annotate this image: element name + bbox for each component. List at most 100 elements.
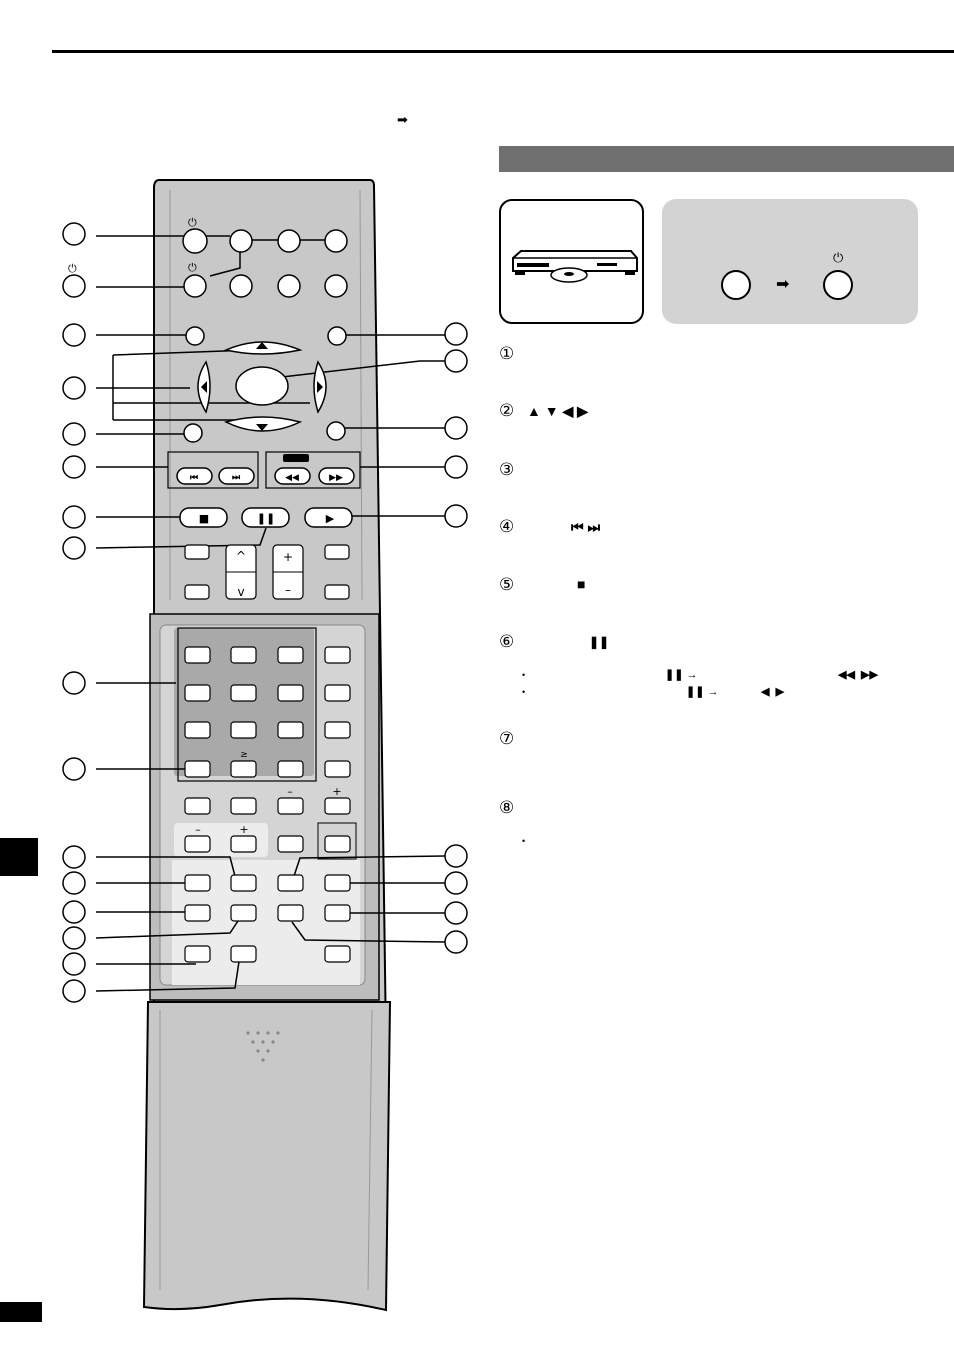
skip-next-button[interactable] (218, 467, 255, 485)
pause-arrow-text: ❚❚ → (686, 686, 719, 698)
function-button[interactable] (324, 904, 351, 922)
channel-down-icon: v (237, 585, 244, 599)
cursor-arrows-icon: ▲ ▼ ◀ ▶ (527, 403, 588, 419)
power-button-main[interactable] (182, 228, 208, 254)
number-button-1[interactable] (184, 646, 211, 664)
enter-button[interactable] (235, 366, 289, 406)
down-arrow-icon (256, 424, 268, 431)
number-button-3[interactable] (277, 646, 304, 664)
left-arrow-icon (201, 381, 207, 393)
play-button[interactable] (304, 507, 353, 528)
round-button[interactable] (277, 274, 301, 298)
pause-icon: ❚❚ (589, 635, 610, 649)
callout-circle (444, 504, 468, 528)
keypad-button[interactable] (324, 721, 351, 739)
item-8-number: ⑧ (499, 798, 515, 817)
volume-down-icon: – (285, 583, 291, 597)
skip-prev-button[interactable] (176, 467, 213, 485)
pause-arrow-text: ❚❚ → (665, 669, 698, 681)
callout-circle (62, 871, 86, 895)
callout-circle (444, 416, 468, 440)
cursor-down-button[interactable] (223, 416, 303, 432)
keypad-button[interactable] (324, 760, 351, 778)
keypad-button[interactable] (184, 797, 211, 815)
plus-label: + (332, 785, 341, 798)
dvd-player-illustration (499, 199, 644, 324)
number-button-10[interactable] (277, 760, 304, 778)
round-button[interactable] (229, 274, 253, 298)
pause-button[interactable] (241, 507, 290, 528)
function-button[interactable] (184, 874, 211, 892)
function-button[interactable] (230, 945, 257, 963)
keypad-button[interactable] (230, 835, 257, 853)
callout-circle (444, 455, 468, 479)
item-1-number: ① (499, 344, 515, 363)
arrow-right-icon: ➡ (397, 112, 408, 127)
step-button-power (823, 270, 853, 300)
number-button-4[interactable] (184, 684, 211, 702)
round-button[interactable] (326, 421, 346, 441)
section-title-bar (499, 146, 954, 172)
small-button[interactable] (324, 544, 350, 560)
callout-circle (62, 376, 86, 400)
number-button-0[interactable] (230, 760, 257, 778)
small-button[interactable] (184, 544, 210, 560)
item-6-number: ⑥ (499, 632, 515, 651)
cancel-button[interactable] (184, 760, 211, 778)
round-button[interactable] (229, 229, 253, 253)
round-button[interactable] (277, 229, 301, 253)
callout-circle (62, 274, 86, 298)
number-button-5[interactable] (230, 684, 257, 702)
keypad-button[interactable] (230, 797, 257, 815)
page-number-tab (0, 1302, 42, 1322)
rewind-button[interactable] (274, 467, 311, 485)
keypad-button[interactable] (277, 797, 304, 815)
small-button[interactable] (184, 584, 210, 600)
remote-control-illustration: ⏻ ⏻ ⏻ ⏮ ⏭ ◀◀ ▶▶ ■ ❚❚ ▶ (62, 179, 468, 1312)
callout-circle (62, 323, 86, 347)
power-icon: ⏻ (68, 262, 77, 275)
stop-button[interactable] (179, 507, 228, 528)
keypad-button[interactable] (324, 797, 351, 815)
keypad-button[interactable] (184, 835, 211, 853)
round-button[interactable] (324, 274, 348, 298)
round-button[interactable] (324, 229, 348, 253)
dvd-player-icon (512, 250, 638, 283)
callout-circle (62, 757, 86, 781)
round-button[interactable] (327, 326, 347, 346)
round-button[interactable] (185, 326, 205, 346)
bullet: • (522, 670, 526, 680)
callout-circle (444, 901, 468, 925)
number-button-7[interactable] (184, 721, 211, 739)
round-button[interactable] (183, 423, 203, 443)
function-button[interactable] (184, 904, 211, 922)
callout-circle (62, 671, 86, 695)
function-button[interactable] (277, 904, 304, 922)
function-button[interactable] (324, 945, 351, 963)
keypad-button[interactable] (324, 835, 351, 853)
callout-circle (62, 505, 86, 529)
number-button-9[interactable] (277, 721, 304, 739)
right-arrow-icon (317, 381, 323, 393)
function-button[interactable] (230, 904, 257, 922)
number-button-8[interactable] (230, 721, 257, 739)
small-button[interactable] (324, 584, 350, 600)
fast-forward-button[interactable] (318, 467, 355, 485)
function-button[interactable] (230, 874, 257, 892)
up-arrow-icon (256, 342, 268, 349)
ten-plus-label: ≥ (240, 750, 248, 760)
function-button[interactable] (184, 945, 211, 963)
number-button-6[interactable] (277, 684, 304, 702)
power-button-dvd[interactable] (183, 274, 207, 298)
item-3-number: ③ (499, 460, 515, 479)
number-button-2[interactable] (230, 646, 257, 664)
pause-icon: ❚❚ (257, 512, 275, 525)
function-button[interactable] (324, 874, 351, 892)
function-button[interactable] (277, 874, 304, 892)
keypad-button[interactable] (324, 684, 351, 702)
skip-icon: ⏮ ⏭ (571, 519, 601, 535)
stop-icon: ■ (199, 512, 209, 525)
callout-circle (444, 930, 468, 954)
keypad-button[interactable] (277, 835, 304, 853)
keypad-button[interactable] (324, 646, 351, 664)
